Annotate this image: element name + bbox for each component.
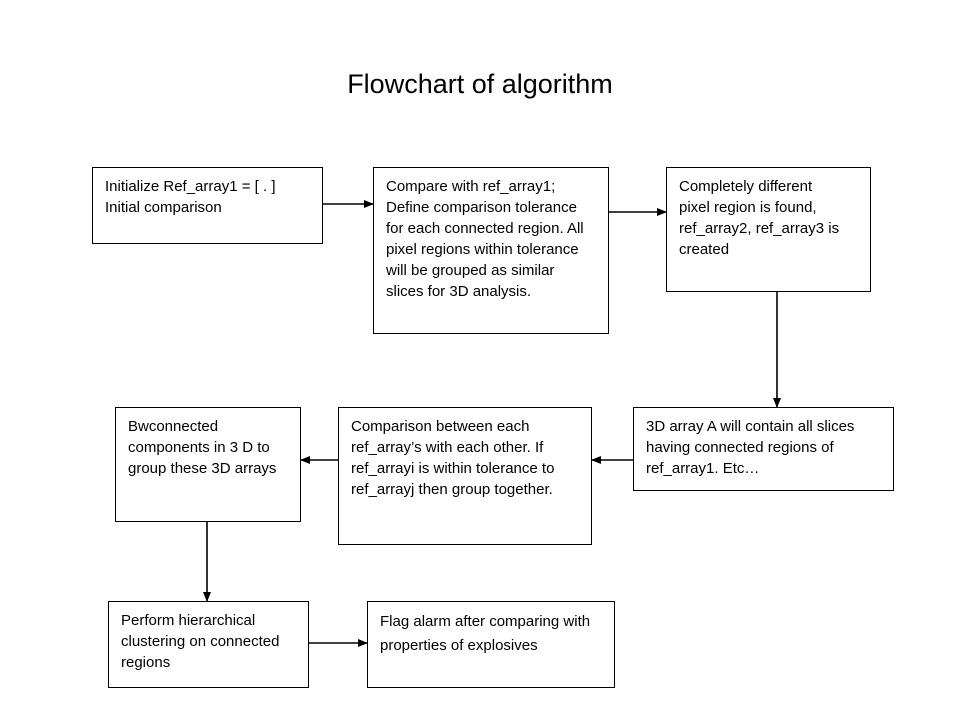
node-hierarchical-clustering: Perform hierarchical clustering on conne… [108, 601, 309, 688]
page-title: Flowchart of algorithm [347, 69, 613, 99]
node-initialize-ref-array: Initialize Ref_array1 = [ . ] Initial co… [92, 167, 323, 244]
node-compare-with-ref-array1: Compare with ref_array1; Define comparis… [373, 167, 609, 334]
node-bwconnected-components: Bwconnected components in 3 D to group t… [115, 407, 301, 522]
node-compare-ref-arrays: Comparison between each ref_array’s with… [338, 407, 592, 545]
node-different-region-found: Completely different pixel region is fou… [666, 167, 871, 292]
node-flag-alarm: Flag alarm after comparing with properti… [367, 601, 615, 688]
node-3d-array-a: 3D array A will contain all slices havin… [633, 407, 894, 491]
